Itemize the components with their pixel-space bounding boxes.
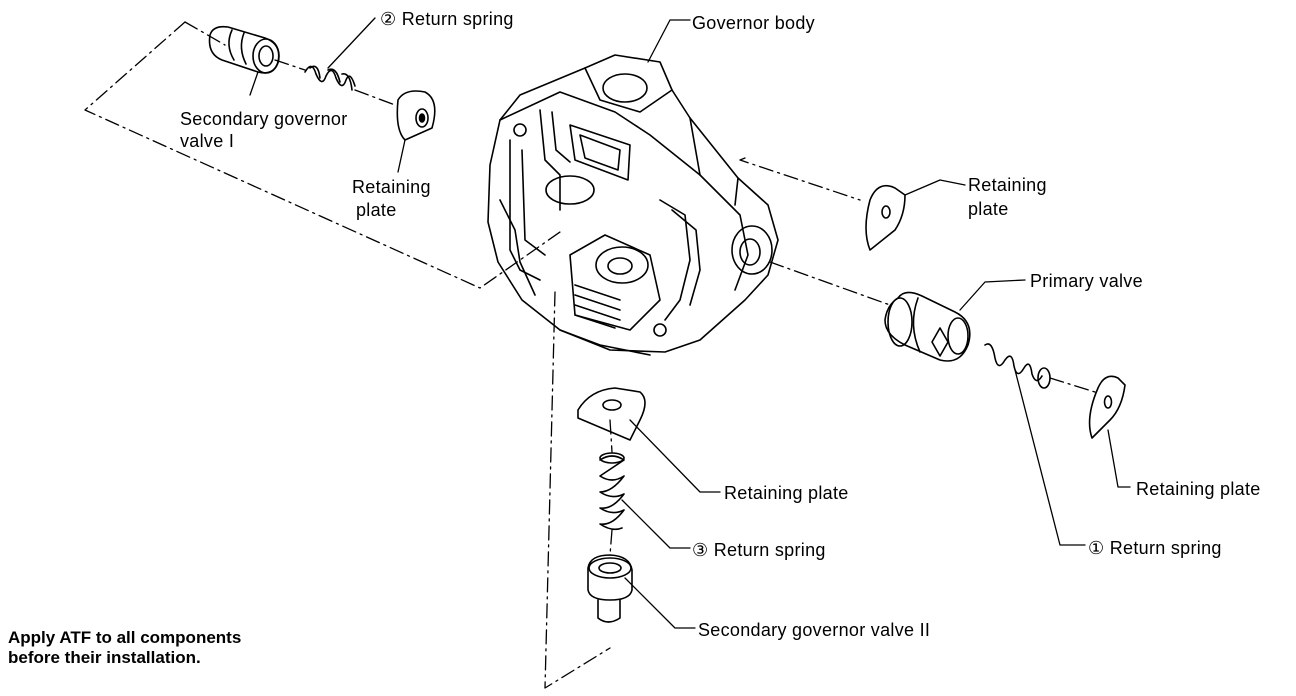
body-side-port-outer: [731, 225, 773, 275]
valve-1-end-inner: [258, 45, 274, 67]
label-retaining-plate-bottom-right: Retaining plate: [1136, 479, 1261, 499]
label-retaining-plate-center: Retaining plate: [724, 483, 849, 503]
atf-note-line1: Apply ATF to all components: [8, 628, 242, 647]
axis-secondary-valve-2-vert: [609, 419, 613, 556]
return-spring-3: [599, 452, 625, 531]
label-retaining-plate-right-line2: plate: [968, 199, 1009, 219]
body-grille-3: [574, 304, 621, 321]
body-outline: [487, 54, 779, 353]
body-channel-7: [659, 199, 691, 321]
body-lower-edge: [559, 329, 651, 356]
label-return-spring-2: ② Return spring: [380, 9, 514, 29]
body-face: [499, 91, 749, 291]
body-channel-2: [521, 149, 546, 256]
leader-lines: [249, 17, 1131, 629]
axis-lines: [84, 21, 1096, 689]
atf-note-line2: before their installation.: [8, 648, 201, 667]
leader-return-spring-3: [621, 499, 691, 549]
valve-1-groove-2: [240, 32, 247, 65]
body-channel-6: [579, 134, 621, 171]
label-secondary-valve-1-line2: valve I: [180, 131, 235, 151]
body-channel-8: [671, 209, 701, 306]
body-lower-bore-inner: [607, 257, 633, 275]
primary-valve-notch: [931, 327, 949, 357]
body-hole-1: [513, 123, 527, 137]
body-channel-3: [539, 109, 561, 211]
retaining-plate-center: [577, 387, 646, 441]
label-return-spring-3: ③ Return spring: [692, 540, 826, 560]
leader-retaining-plate-center: [629, 419, 721, 493]
leader-governor-body: [647, 19, 691, 63]
leader-retaining-plate-left: [397, 139, 406, 173]
leader-secondary-valve-1: [249, 71, 259, 96]
body-side: [689, 117, 739, 206]
body-top-boss: [584, 67, 673, 113]
label-retaining-plate-right-line1: Retaining: [968, 175, 1047, 195]
body-channel-1: [509, 139, 541, 281]
primary-valve-body: [884, 291, 971, 362]
body-center-bore: [545, 175, 595, 205]
body-side-port-inner: [739, 238, 761, 266]
label-secondary-valve-1-line1: Secondary governor: [180, 109, 348, 129]
valve-1-groove: [228, 29, 235, 61]
primary-valve-groove: [912, 297, 921, 353]
valve-1-end: [252, 38, 280, 74]
atf-note: Apply ATF to all components before their…: [8, 628, 241, 668]
body-channel-4: [551, 111, 571, 163]
axis-secondary-valve-1-upper: [184, 21, 396, 106]
primary-valve-end-left: [887, 297, 913, 347]
return-spring-2: [304, 65, 356, 91]
leader-retaining-plate-bottom-right: [1107, 429, 1131, 488]
retaining-plate-top-left: [396, 90, 436, 141]
body-channel-9: [499, 199, 536, 296]
label-primary-valve: Primary valve: [1030, 271, 1143, 291]
leader-return-spring-2: [327, 17, 376, 69]
label-retaining-plate-left-line2: plate: [356, 200, 397, 220]
body-top-bore: [602, 73, 648, 103]
leader-secondary-valve-2: [624, 577, 696, 629]
body-grille-2: [574, 294, 621, 311]
body-hole-2: [653, 323, 667, 337]
label-return-spring-1: ① Return spring: [1088, 538, 1222, 558]
axis-secondary-valve-1: [84, 21, 561, 289]
axis-retaining-plate-right: [739, 157, 861, 201]
secondary-governor-valve-2: [587, 554, 633, 623]
body-grille-4: [574, 314, 616, 329]
label-governor-body: Governor body: [692, 13, 815, 33]
leader-primary-valve: [959, 279, 1026, 311]
body-grille-1: [574, 284, 621, 301]
governor-body: [487, 54, 779, 356]
body-channel-5: [569, 124, 631, 181]
primary-valve: [884, 291, 971, 362]
label-retaining-plate-left-line1: Retaining: [352, 177, 431, 197]
secondary-governor-valve-1: [208, 25, 280, 74]
axis-primary-valve: [769, 261, 1096, 393]
primary-valve-end-right: [947, 317, 969, 355]
retaining-plate-right: [865, 184, 906, 251]
body-lower-bore: [595, 246, 649, 284]
retaining-plate-bottom-right: [1088, 375, 1126, 439]
leader-retaining-plate-right: [904, 179, 966, 196]
axis-secondary-valve-2: [544, 291, 611, 689]
label-secondary-valve-2: Secondary governor valve II: [698, 620, 931, 640]
return-spring-1: [984, 343, 1051, 389]
leader-return-spring-1: [1014, 369, 1086, 546]
